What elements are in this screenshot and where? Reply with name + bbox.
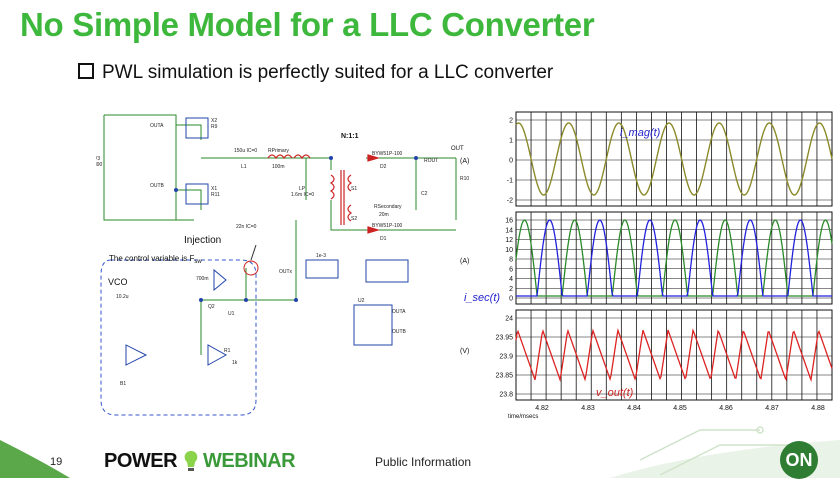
x-tick-label: 4.88 xyxy=(811,405,825,412)
isec-trace-green xyxy=(515,219,833,297)
svg-text:R10: R10 xyxy=(460,176,469,182)
svg-text:X2: X2 xyxy=(211,118,217,124)
y-tick-label: 23.8 xyxy=(499,392,513,399)
svg-text:100m: 100m xyxy=(272,164,285,170)
y-tick-label: 10 xyxy=(505,247,513,254)
slide-number: 19 xyxy=(50,456,63,468)
svg-text:C2: C2 xyxy=(421,191,428,197)
svg-text:OUTx: OUTx xyxy=(279,269,293,275)
scope-panel-3 xyxy=(515,309,833,401)
svg-text:V3: V3 xyxy=(96,156,100,162)
svg-text:10.2u: 10.2u xyxy=(116,294,129,300)
transformer-label: N:1:1 xyxy=(341,133,359,140)
svg-text:U1: U1 xyxy=(228,311,235,317)
y-tick-label: 0 xyxy=(509,158,513,165)
y-tick-label: 24 xyxy=(505,316,513,323)
x-axis-label: time/msecs xyxy=(508,414,538,420)
svg-text:OUTA: OUTA xyxy=(150,123,164,129)
power-logo: POWER xyxy=(104,450,178,472)
y-tick-label: 6 xyxy=(509,266,513,273)
isec-trace-label: i_sec(t) xyxy=(464,292,500,304)
svg-text:20m: 20m xyxy=(379,212,389,218)
y-tick-label: 1 xyxy=(509,138,513,145)
svg-text:700m: 700m xyxy=(196,276,209,282)
y-tick-label: 23.85 xyxy=(495,373,513,380)
y-tick-label: 8 xyxy=(509,257,513,264)
y-tick-label: 23.95 xyxy=(495,335,513,342)
svg-text:S1: S1 xyxy=(351,186,357,192)
output-node-label: OUT xyxy=(451,146,464,152)
x-tick-label: 4.86 xyxy=(719,405,733,412)
svg-text:1e-3: 1e-3 xyxy=(316,253,326,259)
svg-text:OUTB: OUTB xyxy=(392,329,407,335)
lightbulb-icon xyxy=(184,451,198,471)
scope-panel-2 xyxy=(515,211,833,305)
svg-text:R11: R11 xyxy=(211,192,220,198)
bullet-point: PWL simulation is perfectly suited for a… xyxy=(78,62,553,84)
svg-text:22n IC=0: 22n IC=0 xyxy=(236,224,257,230)
imag-trace-label: i_mag(t) xyxy=(620,127,661,139)
svg-text:1.6m IC=0: 1.6m IC=0 xyxy=(291,192,314,198)
control-variable-label: The control variable is Fsw xyxy=(109,254,202,265)
vco-label: VCO xyxy=(108,277,128,287)
svg-text:X1: X1 xyxy=(211,186,217,192)
y-tick-label: 4 xyxy=(509,276,513,283)
svg-text:U2: U2 xyxy=(358,298,365,304)
on-semiconductor-logo: ON xyxy=(780,441,818,479)
checkbox-bullet-icon xyxy=(78,63,94,79)
y-tick-label: 16 xyxy=(505,218,513,225)
svg-text:D1: D1 xyxy=(380,236,387,242)
x-tick-label: 4.83 xyxy=(581,405,595,412)
x-tick-label: 4.84 xyxy=(627,405,641,412)
svg-text:BYW51P-100: BYW51P-100 xyxy=(372,151,403,157)
svg-text:150u IC=0: 150u IC=0 xyxy=(234,148,257,154)
svg-text:Q2: Q2 xyxy=(208,304,215,310)
x-tick-label: 4.82 xyxy=(535,405,549,412)
bullet-text: PWL simulation is perfectly suited for a… xyxy=(102,62,554,83)
svg-text:OUTB: OUTB xyxy=(150,183,165,189)
slide-title: No Simple Model for a LLC Converter xyxy=(20,6,595,43)
svg-text:LP: LP xyxy=(299,186,306,192)
panel3-unit-label: (V) xyxy=(460,348,469,355)
scope-panel-1 xyxy=(515,111,833,207)
svg-text:BYW51P-100: BYW51P-100 xyxy=(372,223,403,229)
y-tick-label: 23.9 xyxy=(499,354,513,361)
vout-trace xyxy=(515,328,833,383)
panel2-unit-label: (A) xyxy=(460,258,469,265)
x-tick-label: 4.87 xyxy=(765,405,779,412)
footer-classification: Public Information xyxy=(375,455,472,469)
svg-text:1k: 1k xyxy=(232,360,238,366)
svg-text:L1: L1 xyxy=(241,164,247,170)
isec-trace-blue xyxy=(516,219,832,297)
y-tick-label: 2 xyxy=(509,286,513,293)
y-tick-label: 14 xyxy=(505,227,513,234)
imag-trace xyxy=(515,122,833,196)
svg-text:RPrimary: RPrimary xyxy=(268,148,289,154)
y-tick-label: -2 xyxy=(507,198,513,205)
y-tick-label: 0 xyxy=(509,296,513,303)
panel1-unit-label: (A) xyxy=(460,158,469,165)
waveform-scope: 210-1-216141210864202423.9523.923.8523.8… xyxy=(460,111,833,420)
svg-text:D2: D2 xyxy=(380,164,387,170)
x-tick-label: 4.85 xyxy=(673,405,687,412)
webinar-logo: WEBINAR xyxy=(203,450,296,472)
svg-text:390: 390 xyxy=(96,162,103,168)
svg-text:S2: S2 xyxy=(351,216,357,222)
svg-text:OUTA: OUTA xyxy=(392,309,406,315)
y-tick-label: 12 xyxy=(505,237,513,244)
svg-text:RSecondary: RSecondary xyxy=(374,204,402,210)
injection-label: Injection xyxy=(184,235,221,246)
y-tick-label: -1 xyxy=(507,178,513,185)
y-tick-label: 2 xyxy=(509,118,513,125)
svg-text:ROUT: ROUT xyxy=(424,158,438,164)
vout-trace-label: v_out(t) xyxy=(596,387,634,399)
svg-text:R9: R9 xyxy=(211,124,218,130)
svg-text:R1: R1 xyxy=(224,348,231,354)
svg-text:B1: B1 xyxy=(120,381,126,387)
